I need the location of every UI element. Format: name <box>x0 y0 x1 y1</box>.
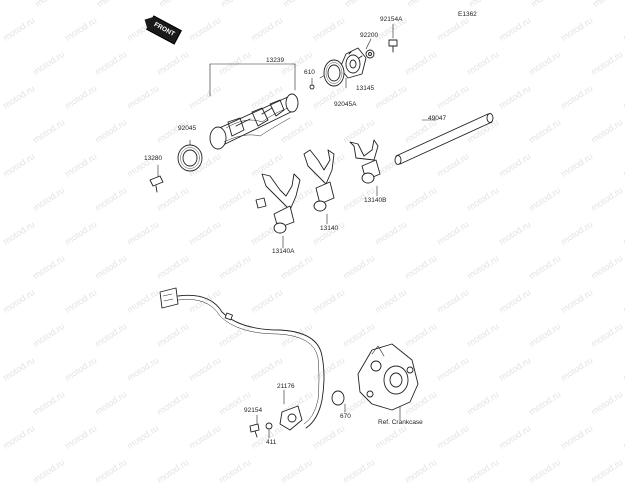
label-13140A: 13140A <box>272 248 295 255</box>
gear-position-harness <box>159 287 325 429</box>
fork-13140 <box>303 149 335 212</box>
label-610: 610 <box>304 69 315 76</box>
parts-diagram <box>149 23 494 439</box>
switch-21176 <box>279 405 303 431</box>
label-13140B: 13140B <box>364 197 387 204</box>
label-92045: 92045 <box>178 125 197 132</box>
label-13145: 13145 <box>356 85 375 92</box>
leader-lines <box>157 23 437 439</box>
label-13280: 13280 <box>144 155 163 162</box>
crankcase-ref <box>357 343 419 411</box>
pin-610 <box>309 84 315 90</box>
label-13140: 13140 <box>320 225 339 232</box>
bolt-92154A <box>388 39 398 53</box>
shift-rod-49047 <box>394 113 494 165</box>
label-411: 411 <box>266 439 277 446</box>
bearing-92045 <box>177 144 203 172</box>
washer-92200 <box>365 49 375 59</box>
label-92200: 92200 <box>360 32 379 39</box>
diagram-code: E1362 <box>458 11 477 18</box>
fork-13140B <box>349 139 381 184</box>
bolt-92154 <box>249 423 260 438</box>
fork-13140A <box>255 173 301 234</box>
label-92154: 92154 <box>244 407 263 414</box>
label-ref-crankcase: Ref. Crankcase <box>378 419 423 426</box>
shift-drum-13239 <box>209 93 299 150</box>
label-92045A: 92045A <box>334 101 357 108</box>
label-13239: 13239 <box>266 57 285 64</box>
label-49047: 49047 <box>428 115 447 122</box>
label-21176: 21176 <box>277 383 295 390</box>
washer-411 <box>265 422 273 430</box>
label-92154A: 92154A <box>380 16 403 23</box>
oring-670 <box>331 390 345 406</box>
sensor-13280 <box>149 175 164 193</box>
label-670: 670 <box>340 413 351 420</box>
bearing-92045A <box>323 59 345 87</box>
